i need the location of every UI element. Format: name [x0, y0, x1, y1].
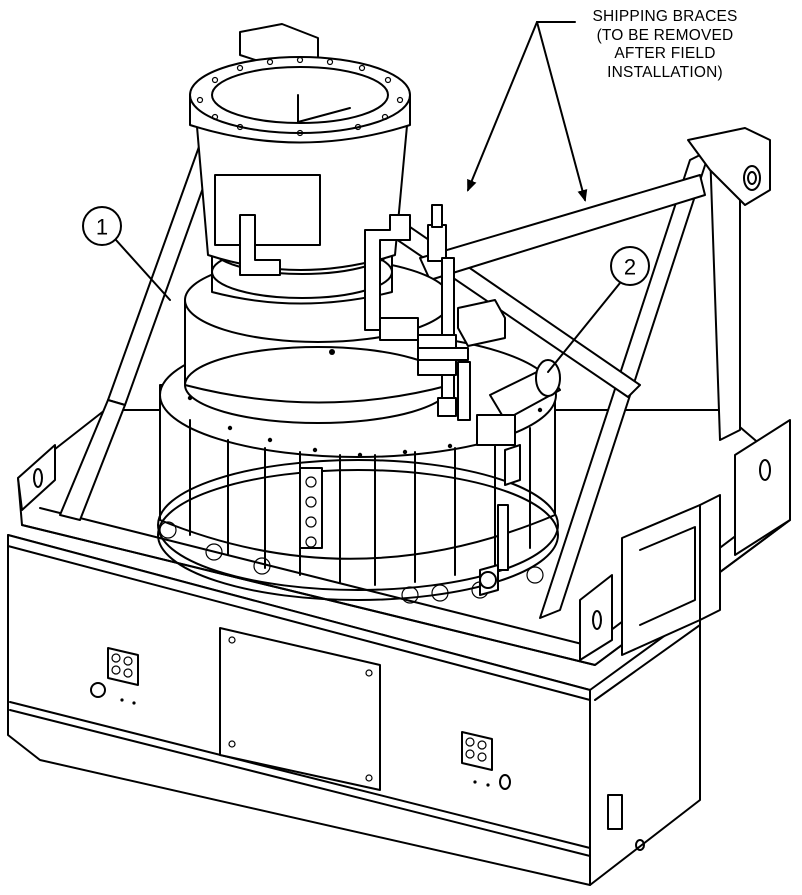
- balloon-2-label: 2: [624, 255, 636, 280]
- piping-assembly: [239, 204, 561, 596]
- braces-callout-leader: [467, 21, 588, 202]
- tray-lugs: [17, 419, 791, 661]
- front-access-plate: [219, 627, 381, 791]
- callout-line-1: SHIPPING BRACES: [592, 8, 738, 25]
- left-connector-block: [90, 647, 139, 705]
- balloon-1-label: 1: [96, 215, 108, 240]
- right-clamp-block: [621, 494, 721, 656]
- callout-line-4: INSTALLATION): [607, 63, 723, 81]
- right-connector-block: [461, 731, 511, 790]
- balloon-2: 2: [547, 246, 650, 373]
- balloon-1: 1: [82, 206, 171, 301]
- callout-line-2: (TO BE REMOVED: [596, 26, 734, 44]
- callout-line-3: AFTER FIELD: [614, 45, 716, 62]
- shipping-brace-horizontal: [419, 174, 706, 281]
- shipping-braces-callout: SHIPPING BRACES (TO BE REMOVED AFTER FIE…: [540, 8, 790, 82]
